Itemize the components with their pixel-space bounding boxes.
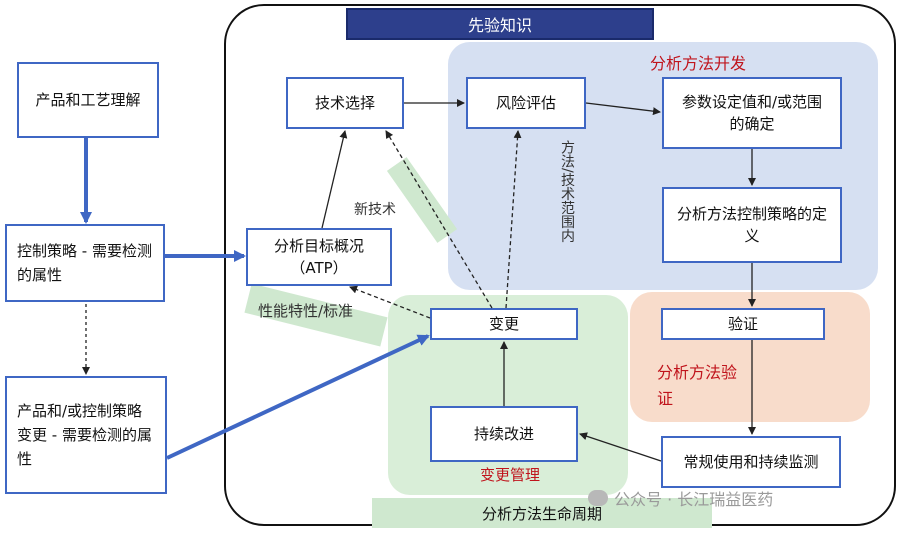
change-node-box: 变更 bbox=[430, 308, 578, 340]
risk-box: 风险评估 bbox=[466, 77, 586, 129]
atp-text: 分析目标概况（ATP） bbox=[273, 236, 364, 278]
change-box: 产品和/或控制策略变更 - 需要检测的属性 bbox=[5, 376, 167, 494]
performance-label: 性能特性/标准 bbox=[258, 302, 354, 320]
prior-knowledge-bar: 先验知识 bbox=[346, 8, 654, 40]
wechat-icon bbox=[588, 490, 608, 506]
improve-text: 持续改进 bbox=[473, 424, 534, 443]
control-definition-text: 分析方法控制策略的定义 bbox=[676, 204, 827, 246]
routine-box: 常规使用和持续监测 bbox=[661, 436, 841, 488]
params-box: 参数设定值和/或范围的确定 bbox=[662, 77, 842, 149]
change-node-text: 变更 bbox=[488, 314, 519, 333]
method-range-label: 方法/技术范围内 bbox=[559, 140, 575, 243]
risk-text: 风险评估 bbox=[495, 93, 556, 112]
arrow-change-to-risk bbox=[505, 130, 522, 309]
arrow-routine-to-improve bbox=[579, 432, 662, 462]
watermark-text: 公众号 · 长江瑞益医药 bbox=[614, 490, 774, 509]
arrow-change-to-atp bbox=[349, 285, 431, 319]
verify-text: 验证 bbox=[727, 314, 758, 333]
lifecycle-label: 分析方法生命周期 bbox=[481, 504, 602, 523]
prior-knowledge-title: 先验知识 bbox=[467, 16, 532, 35]
verify-box: 验证 bbox=[661, 308, 825, 340]
arrow-change-to-change-node bbox=[166, 334, 430, 460]
change-mgmt-title: 变更管理 bbox=[480, 466, 541, 484]
params-text: 参数设定值和/或范围的确定 bbox=[681, 92, 823, 134]
dev-title: 分析方法开发 bbox=[650, 54, 747, 73]
control-strategy-text: 控制策略 - 需要检测的属性 bbox=[17, 242, 152, 284]
product-understanding-box: 产品和工艺理解 bbox=[17, 62, 159, 138]
arrow-change-to-tech bbox=[385, 130, 493, 309]
improve-box: 持续改进 bbox=[430, 406, 578, 462]
validation-title: 分析方法验证 bbox=[657, 363, 738, 408]
lifecycle-label-bar: 分析方法生命周期 bbox=[372, 498, 712, 528]
tech-select-box: 技术选择 bbox=[286, 77, 404, 129]
arrow-atp-to-tech bbox=[321, 130, 348, 229]
tech-select-text: 技术选择 bbox=[314, 93, 375, 112]
control-definition-box: 分析方法控制策略的定义 bbox=[662, 187, 842, 263]
new-tech-label: 新技术 bbox=[354, 202, 396, 218]
product-understanding-text: 产品和工艺理解 bbox=[35, 91, 141, 109]
atp-box: 分析目标概况（ATP） bbox=[246, 228, 392, 286]
change-text: 产品和/或控制策略变更 - 需要检测的属性 bbox=[17, 402, 152, 468]
arrow-risk-to-params bbox=[585, 102, 661, 116]
routine-text: 常规使用和持续监测 bbox=[683, 452, 819, 471]
control-strategy-box: 控制策略 - 需要检测的属性 bbox=[5, 224, 165, 302]
watermark: 公众号 · 长江瑞益医药 bbox=[588, 486, 773, 510]
